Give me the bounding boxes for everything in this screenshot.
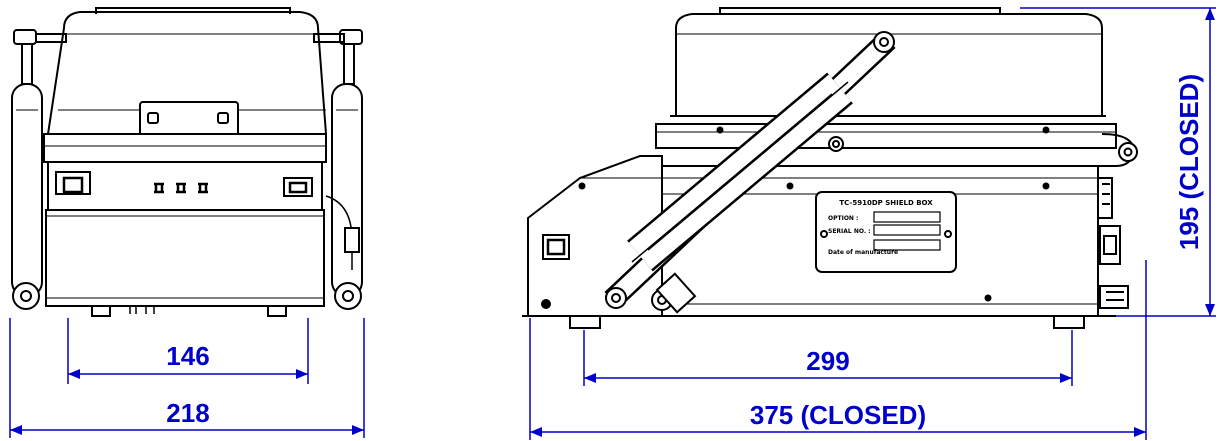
nameplate-title: TC-5910DP SHIELD BOX: [839, 199, 933, 207]
rear-connectors: [1097, 177, 1129, 309]
dim-146: 146: [166, 341, 209, 371]
gas-strut: [604, 31, 896, 314]
nameplate-line-serial: SERIAL NO. :: [828, 228, 871, 235]
dim-195-closed: 195 (CLOSED): [1174, 74, 1204, 250]
dim-299: 299: [806, 346, 849, 376]
nameplate-line-date: Date of manufacture: [828, 249, 898, 256]
indicator-lights: [154, 182, 208, 194]
nameplate: [815, 191, 957, 273]
left-arm: [11, 29, 67, 310]
dim-375-closed: 375 (CLOSED): [750, 400, 926, 430]
nameplate-line-option: OPTION :: [828, 215, 858, 222]
front-view: [11, 7, 363, 317]
dim-218: 218: [166, 398, 209, 428]
lid-handle: [139, 101, 239, 139]
connector-right: [283, 177, 313, 197]
right-arm: [313, 29, 363, 310]
side-view: [522, 7, 1138, 329]
usb-connector-left: [55, 171, 91, 195]
dimensions: [9, 7, 1216, 440]
